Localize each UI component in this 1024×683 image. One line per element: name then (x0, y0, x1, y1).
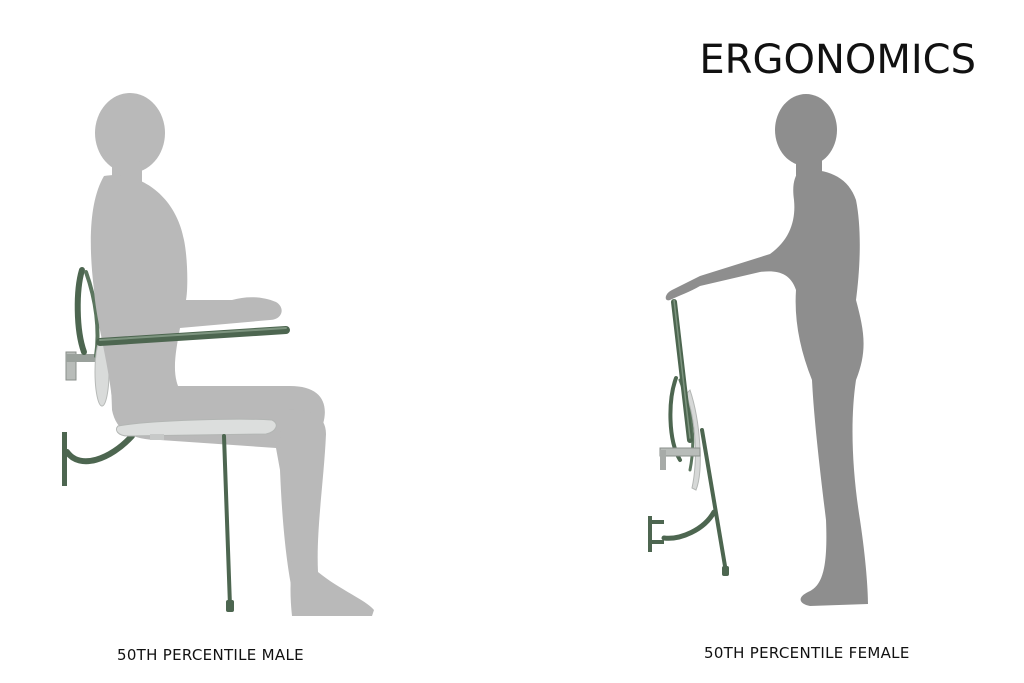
caption-male: 50TH PERCENTILE MALE (117, 646, 304, 664)
chair-seat (115, 418, 277, 440)
page-title: ERGONOMICS (699, 37, 976, 83)
male-silhouette (90, 93, 374, 616)
wall-bracket-upper (65, 351, 102, 381)
seated-male-scene (62, 93, 374, 616)
female-silhouette (665, 94, 868, 606)
caption-female: 50TH PERCENTILE FEMALE (704, 644, 910, 662)
chair-front-leg (222, 434, 234, 612)
chair-lower-strut (62, 432, 135, 486)
folded-chair (648, 299, 729, 576)
chair-armrest (96, 326, 290, 346)
standing-female-scene (648, 94, 868, 606)
